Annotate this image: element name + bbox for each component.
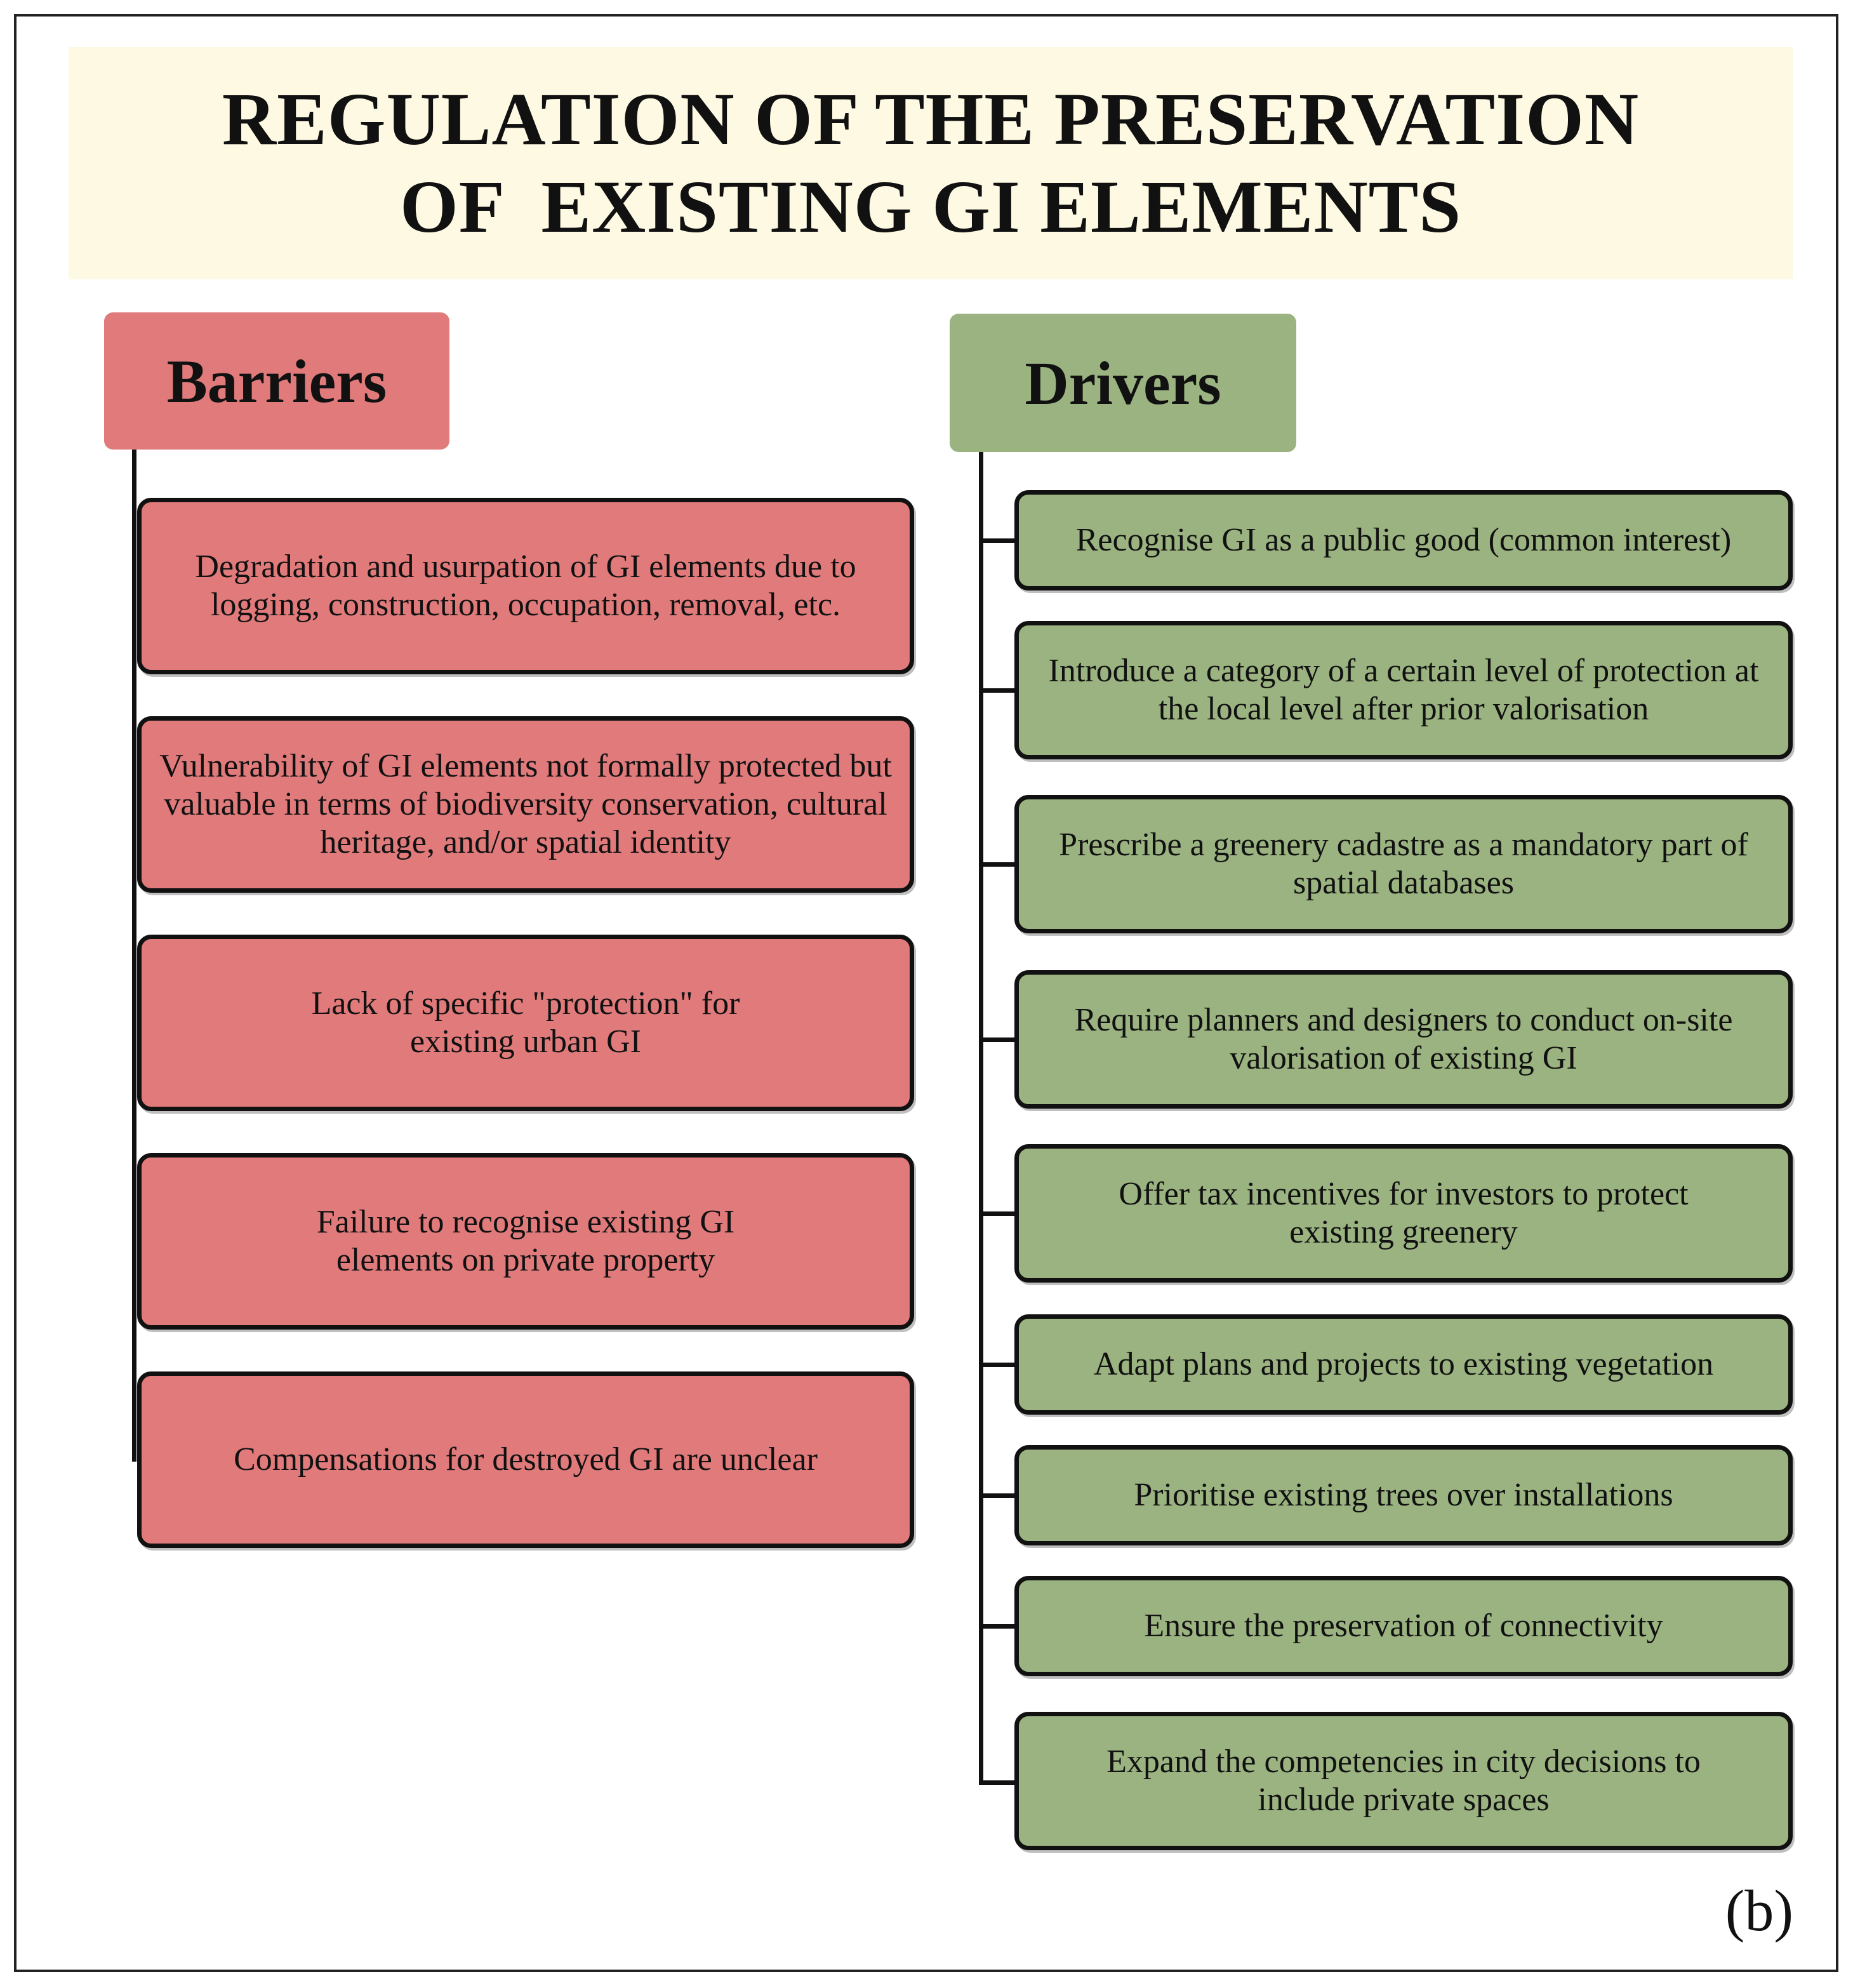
driver-connector xyxy=(979,1037,1016,1042)
driver-item-text: Ensure the preservation of connectivity xyxy=(1144,1608,1663,1644)
title-line-2: OF EXISTING GI ELEMENTS xyxy=(399,165,1462,248)
driver-item: Expand the competencies in city decision… xyxy=(1014,1712,1793,1850)
barrier-item: Degradation and usurpation of GI element… xyxy=(137,498,914,674)
barriers-header: Barriers xyxy=(104,312,449,450)
panel-label: (b) xyxy=(1725,1878,1793,1943)
driver-item-text: Require planners and designers to conduc… xyxy=(1074,1002,1733,1076)
driver-connector xyxy=(979,1211,1016,1216)
driver-item-text: Offer tax incentives for investors to pr… xyxy=(1119,1176,1689,1250)
title-line-1: REGULATION OF THE PRESERVATION xyxy=(222,77,1640,161)
driver-item: Recognise GI as a public good (common in… xyxy=(1014,490,1793,590)
driver-connector xyxy=(979,1363,1016,1367)
driver-item-text: Adapt plans and projects to existing veg… xyxy=(1093,1346,1714,1382)
driver-item: Prioritise existing trees over installat… xyxy=(1014,1445,1793,1545)
driver-item-text: Introduce a category of a certain level … xyxy=(1048,653,1759,727)
driver-connector xyxy=(979,1493,1016,1498)
driver-connector xyxy=(979,1780,1016,1785)
driver-item: Introduce a category of a certain level … xyxy=(1014,621,1793,759)
driver-item: Ensure the preservation of connectivity xyxy=(1014,1576,1793,1676)
barrier-item-text: Degradation and usurpation of GI element… xyxy=(195,549,856,623)
driver-item-text: Expand the competencies in city decision… xyxy=(1106,1744,1701,1818)
figure-frame xyxy=(14,14,1838,1972)
barrier-item-text: Vulnerability of GI elements not formall… xyxy=(159,748,892,860)
barrier-item: Vulnerability of GI elements not formall… xyxy=(137,716,914,893)
driver-item: Require planners and designers to conduc… xyxy=(1014,970,1793,1109)
driver-item-text: Recognise GI as a public good (common in… xyxy=(1075,522,1732,558)
barrier-item: Failure to recognise existing GI element… xyxy=(137,1153,914,1330)
barrier-item-text: Compensations for destroyed GI are uncle… xyxy=(234,1441,818,1478)
driver-connector xyxy=(979,688,1016,693)
barrier-item: Compensations for destroyed GI are uncle… xyxy=(137,1371,914,1548)
barrier-item: Lack of specific "protection" for existi… xyxy=(137,935,914,1111)
title-banner: REGULATION OF THE PRESERVATION OF EXISTI… xyxy=(69,47,1793,279)
driver-item: Prescribe a greenery cadastre as a manda… xyxy=(1014,795,1793,933)
drivers-connector-line xyxy=(979,452,983,1784)
driver-connector xyxy=(979,862,1016,867)
driver-connector xyxy=(979,1624,1016,1629)
barriers-connector-line xyxy=(132,450,136,1462)
drivers-header: Drivers xyxy=(950,314,1296,452)
driver-item-text: Prescribe a greenery cadastre as a manda… xyxy=(1059,827,1748,901)
barrier-item-text: Failure to recognise existing GI element… xyxy=(316,1204,735,1278)
driver-connector xyxy=(979,538,1016,543)
driver-item-text: Prioritise existing trees over installat… xyxy=(1134,1477,1673,1513)
driver-item: Adapt plans and projects to existing veg… xyxy=(1014,1314,1793,1415)
barrier-item-text: Lack of specific "protection" for existi… xyxy=(311,985,740,1060)
driver-item: Offer tax incentives for investors to pr… xyxy=(1014,1144,1793,1283)
